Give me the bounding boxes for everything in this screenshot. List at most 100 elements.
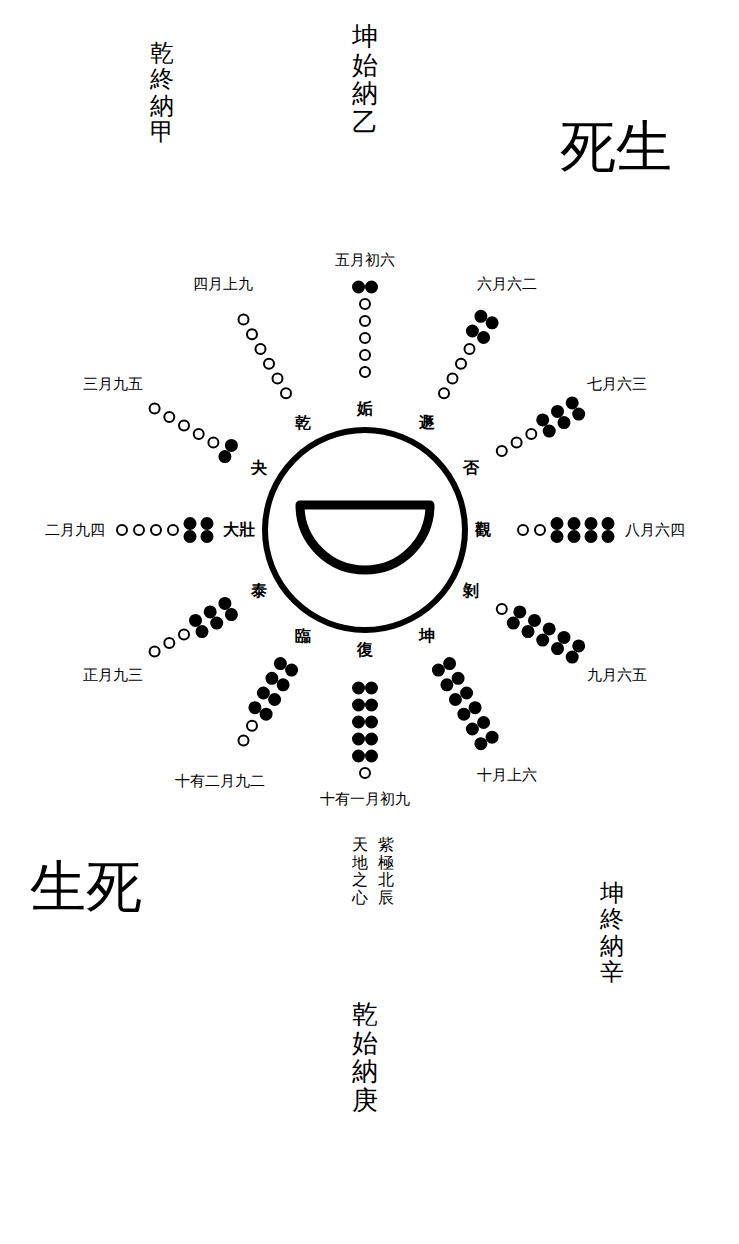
- yang-dot: [526, 429, 536, 439]
- hexagram-name: 復: [357, 640, 373, 661]
- yin-dot: [441, 679, 452, 690]
- month-line-label: 七月六三: [587, 375, 647, 394]
- yin-dot: [586, 518, 597, 529]
- yin-dot: [202, 531, 213, 542]
- yang-dot: [164, 638, 174, 648]
- yin-dot: [353, 734, 364, 745]
- yang-dot: [239, 735, 249, 745]
- month-line-label: 三月九五: [83, 375, 143, 394]
- month-line-label: 四月上九: [193, 275, 253, 294]
- yin-dot: [366, 751, 377, 762]
- yang-dot: [535, 525, 545, 535]
- yin-dot: [353, 282, 364, 293]
- yin-dot: [444, 658, 455, 669]
- hexagram-name: 大壯: [223, 520, 255, 541]
- yin-dot: [458, 709, 469, 720]
- hexagram-name: 坤: [419, 626, 435, 647]
- yang-dot: [247, 721, 257, 731]
- yin-dot: [197, 626, 208, 637]
- yin-dot: [266, 673, 277, 684]
- yin-dot: [470, 702, 481, 713]
- pole-star-note: 紫極北辰: [378, 836, 394, 906]
- yin-dot: [366, 717, 377, 728]
- yin-dot: [586, 531, 597, 542]
- yin-dot: [269, 694, 280, 705]
- hexagram-name: 臨: [295, 626, 311, 647]
- yin-dot: [487, 732, 498, 743]
- yang-dot: [194, 429, 204, 439]
- yin-dot: [523, 626, 534, 637]
- yin-dot: [573, 640, 584, 651]
- yang-dot: [439, 388, 449, 398]
- hexagram-name: 夬: [251, 458, 267, 479]
- yang-dot: [179, 421, 189, 431]
- yang-dot: [273, 373, 283, 383]
- yang-dot: [256, 344, 266, 354]
- hexagram-name: 否: [463, 458, 479, 479]
- yang-dot: [456, 359, 466, 369]
- yin-dot: [286, 665, 297, 676]
- yang-dot: [465, 344, 475, 354]
- yin-dot: [508, 618, 519, 629]
- hexagram-name: 剝: [463, 581, 479, 602]
- hexagram-name: 姤: [357, 399, 373, 420]
- yang-dot: [134, 525, 144, 535]
- yang-dot: [360, 299, 370, 309]
- yin-dot: [567, 652, 578, 663]
- yin-dot: [275, 658, 286, 669]
- yang-dot: [179, 630, 189, 640]
- yin-dot: [219, 451, 230, 462]
- yin-dot: [475, 738, 486, 749]
- large-glyph: 死生: [560, 110, 672, 186]
- najia-note: 乾終納甲: [150, 40, 174, 146]
- yin-dot: [559, 417, 570, 428]
- yin-dot: [475, 311, 486, 322]
- yin-dot: [249, 702, 260, 713]
- yin-dot: [366, 734, 377, 745]
- yin-dot: [603, 531, 614, 542]
- yin-dot: [467, 724, 478, 735]
- yin-dot: [353, 751, 364, 762]
- yin-dot: [433, 665, 444, 676]
- yang-dot: [497, 446, 507, 456]
- month-line-label: 十月上六: [477, 766, 537, 785]
- yang-dot: [164, 412, 174, 422]
- yin-dot: [573, 409, 584, 420]
- yang-dot: [512, 438, 522, 448]
- yin-dot: [185, 518, 196, 529]
- yang-dot: [497, 604, 507, 614]
- month-line-label: 二月九四: [45, 521, 105, 540]
- hexagram-name: 泰: [251, 581, 267, 602]
- yang-dot: [518, 525, 528, 535]
- yin-dot: [467, 326, 478, 337]
- yin-dot: [185, 531, 196, 542]
- yang-dot: [151, 525, 161, 535]
- month-line-label: 正月九三: [83, 666, 143, 685]
- yang-dot: [208, 438, 218, 448]
- hexagram-name: 遯: [419, 413, 435, 434]
- yang-dot: [360, 316, 370, 326]
- yang-dot: [264, 359, 274, 369]
- yin-dot: [478, 332, 489, 343]
- yin-dot: [450, 694, 461, 705]
- heart-note: 天地之心: [352, 836, 368, 906]
- yang-dot: [448, 373, 458, 383]
- yin-dot: [353, 717, 364, 728]
- yin-dot: [202, 518, 213, 529]
- yang-dot: [247, 329, 257, 339]
- yin-dot: [552, 643, 563, 654]
- najia-note: 乾始納庚: [352, 1000, 378, 1114]
- yin-dot: [211, 618, 222, 629]
- month-line-label: 十有二月九二: [175, 772, 265, 791]
- yin-dot: [258, 688, 269, 699]
- yin-dot: [537, 414, 548, 425]
- najia-note: 坤終納辛: [600, 880, 624, 986]
- najia-note: 坤始納乙: [352, 22, 378, 136]
- yin-dot: [278, 679, 289, 690]
- yin-dot: [487, 317, 498, 328]
- yin-dot: [514, 606, 525, 617]
- yin-dot: [461, 688, 472, 699]
- yin-dot: [366, 282, 377, 293]
- yang-dot: [239, 315, 249, 325]
- month-line-label: 八月六四: [625, 521, 685, 540]
